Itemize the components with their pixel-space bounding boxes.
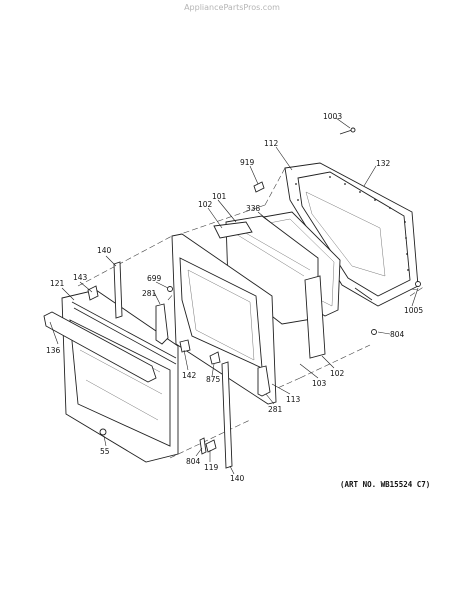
callout-121: 121 [50,279,65,288]
callout-102-lower: 102 [330,369,345,378]
callout-919: 919 [240,158,255,167]
callout-55: 55 [100,447,110,456]
callout-281-left: 281 [142,289,157,298]
callout-112: 112 [264,139,279,148]
door-handle [43,311,157,383]
hinge-left [155,303,169,345]
callout-140-upper: 140 [97,246,112,255]
callout-281-right: 281 [268,405,283,414]
hinge-channel-lower [221,361,233,469]
callout-1005: 1005 [404,306,423,315]
panel-screw-holes [295,176,409,271]
outer-door-panel [284,162,419,307]
callout-119: 119 [204,463,219,472]
callout-338: 338 [246,204,261,213]
inner-door-frame [171,233,277,405]
art-number: (ART NO. WB15524 C7) [340,480,431,489]
callout-113: 113 [286,395,301,404]
watermark: AppliancePartsPros.com [184,3,280,12]
callout-875: 875 [206,375,221,384]
callout-1003: 1003 [323,112,342,121]
callout-804-lower: 804 [186,457,201,466]
callout-699: 699 [147,274,162,283]
insulation-upper [213,221,253,239]
leader-lines [49,117,419,475]
callout-101: 101 [212,192,227,201]
callout-labels: 1003 112 132 919 101 102 338 140 143 699… [46,112,423,483]
insulation-lower [304,275,326,359]
callout-143: 143 [73,273,88,282]
callout-140-lower: 140 [230,474,245,483]
callout-804-right: 804 [390,330,405,339]
small-hardware [87,127,421,455]
callout-136: 136 [46,346,61,355]
callout-103: 103 [312,379,327,388]
hinge-channel-upper [113,261,123,319]
callout-102-upper: 102 [198,200,213,209]
callout-142: 142 [182,371,197,380]
callout-132: 132 [376,159,391,168]
